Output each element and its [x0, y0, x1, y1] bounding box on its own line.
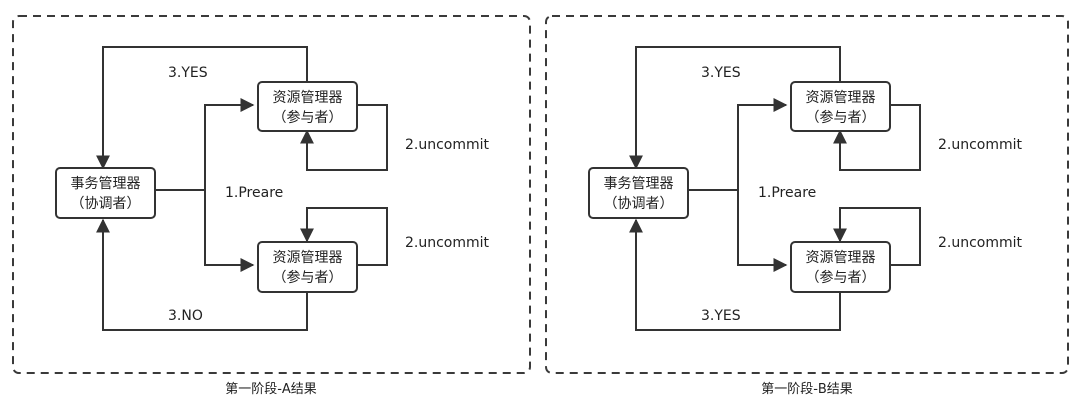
panel-a-caption: 第一阶段-A结果 — [225, 382, 317, 397]
panel-b-caption: 第一阶段-B结果 — [761, 382, 853, 397]
panel-b-participant-top-line1: 资源管理器 — [806, 90, 876, 106]
panel-b-prepare-arrow-bottom — [737, 190, 788, 272]
panel-b-participant-top-line2: （参与者） — [806, 109, 876, 126]
panel-a-coordinator-node: 事务管理器 （协调者） — [55, 167, 156, 219]
panel-a-uncommit-bottom-label: 2.uncommit — [405, 235, 490, 251]
panel-b-participant-top-box — [790, 81, 891, 132]
panel-b-bottom-reply-label: 3.YES — [701, 308, 741, 324]
panel-b-coordinator-box — [588, 167, 689, 219]
panel-b-participant-top-node: 资源管理器 （参与者） — [790, 81, 891, 132]
panel-b-uncommit-top-label: 2.uncommit — [938, 137, 1023, 153]
panel-b-top-reply-label: 3.YES — [701, 65, 741, 81]
panel-a-participant-top-box — [257, 81, 358, 132]
panel-a-prepare-arrow-bottom — [204, 190, 255, 272]
panel-b-participant-bottom-node: 资源管理器 （参与者） — [790, 241, 891, 293]
panel-a-prepare-arrow-top — [155, 98, 255, 191]
panel-b-top-reply-arrow — [629, 46, 841, 170]
panel-b-uncommit-loop-bottom — [833, 207, 921, 266]
panel-a-participant-top-line1: 资源管理器 — [273, 90, 343, 106]
panel-b-participant-bottom-line2: （参与者） — [806, 269, 876, 286]
panel-b-coordinator-node: 事务管理器 （协调者） — [588, 167, 689, 219]
panel-b-prepare-label: 1.Preare — [758, 185, 816, 201]
panel-a-top-reply-arrow — [96, 46, 308, 170]
panel-a-participant-bottom-line2: （参与者） — [273, 269, 343, 286]
panel-a-coordinator-box — [55, 167, 156, 219]
panel-a-participant-top-node: 资源管理器 （参与者） — [257, 81, 358, 132]
panel-b-prepare-arrow-top — [688, 98, 788, 191]
panel-b-coordinator-line2: （协调者） — [604, 196, 674, 212]
panel-a-uncommit-loop-top — [300, 104, 388, 171]
panel-a-uncommit-loop-bottom — [300, 207, 388, 266]
panel-a: 事务管理器 （协调者） 资源管理器 （参与者） 资源管理器 （参与者） 1.Pr… — [12, 15, 531, 397]
panel-a-border — [12, 15, 531, 374]
panel-b-participant-bottom-line1: 资源管理器 — [806, 250, 876, 266]
panel-b-uncommit-loop-top — [833, 104, 921, 171]
panel-b-bottom-reply-arrow — [629, 218, 841, 331]
panel-b: 事务管理器 （协调者） 资源管理器 （参与者） 资源管理器 （参与者） 1.Pr… — [545, 15, 1069, 397]
panel-a-uncommit-top-label: 2.uncommit — [405, 137, 490, 153]
panel-a-participant-bottom-box — [257, 241, 358, 293]
panel-a-top-reply-label: 3.YES — [168, 65, 208, 81]
panel-b-participant-bottom-box — [790, 241, 891, 293]
panel-a-edges — [96, 46, 388, 331]
panel-a-prepare-label: 1.Preare — [225, 185, 283, 201]
panel-a-coordinator-line2: （协调者） — [71, 196, 141, 212]
panel-a-bottom-reply-arrow — [96, 218, 308, 331]
panel-a-participant-bottom-line1: 资源管理器 — [273, 250, 343, 266]
panel-b-uncommit-bottom-label: 2.uncommit — [938, 235, 1023, 251]
panel-b-edges — [629, 46, 921, 331]
panel-a-bottom-reply-label: 3.NO — [168, 308, 203, 324]
panel-b-border — [545, 15, 1069, 374]
panel-a-participant-top-line2: （参与者） — [273, 109, 343, 126]
panel-b-coordinator-line1: 事务管理器 — [604, 176, 674, 192]
panel-a-coordinator-line1: 事务管理器 — [71, 176, 141, 192]
panel-a-participant-bottom-node: 资源管理器 （参与者） — [257, 241, 358, 293]
